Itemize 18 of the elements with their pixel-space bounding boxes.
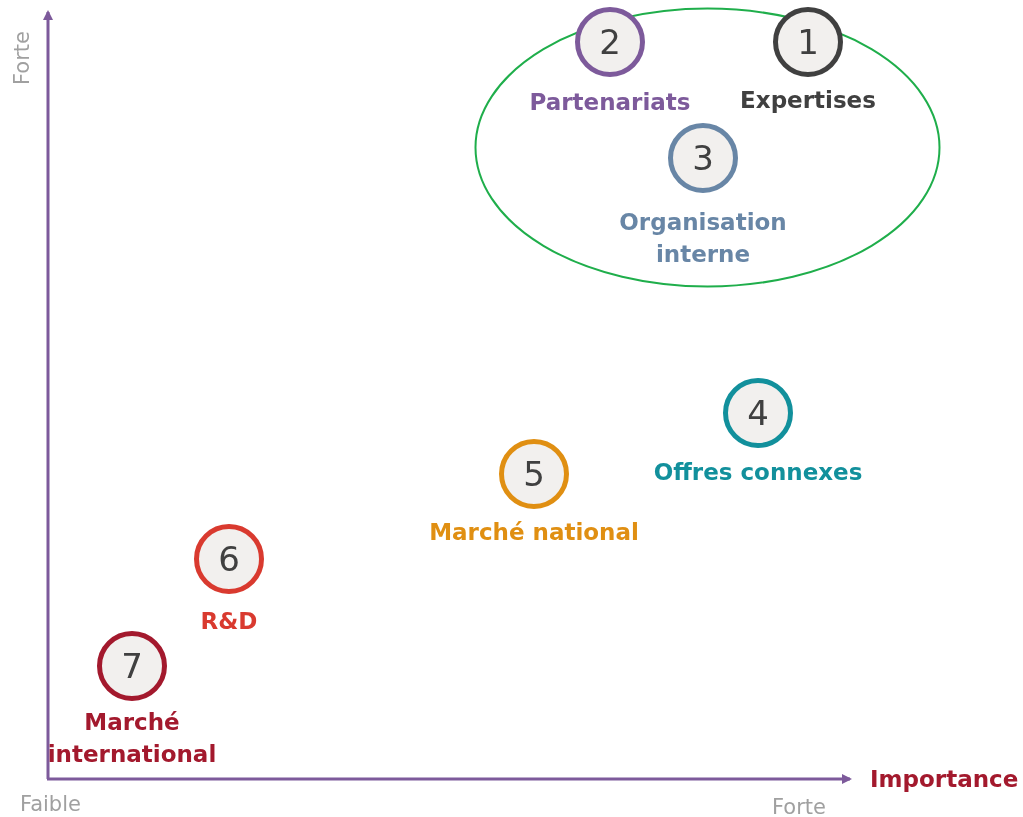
number-circle: 3 [668, 123, 738, 193]
number-circle: 5 [499, 439, 569, 509]
axis-label: Faible [20, 792, 81, 816]
item-label: Marché national [428, 518, 640, 547]
item-label: Partenariats [528, 88, 692, 117]
axis-label: Forte [772, 795, 826, 817]
number-circle: 6 [194, 524, 264, 594]
axis-label: Forte [10, 31, 34, 85]
number-circle: 2 [575, 7, 645, 77]
number-circle: 7 [97, 631, 167, 701]
item-label: Marché international [46, 708, 218, 769]
axis-title: Importance [870, 766, 1019, 792]
item-label: Organisation interne [618, 208, 788, 269]
item-label: R&D [199, 607, 259, 636]
number-circle: 1 [773, 7, 843, 77]
item-label: Expertises [739, 86, 877, 115]
number-circle: 4 [723, 378, 793, 448]
item-label: Offres connexes [652, 458, 864, 487]
